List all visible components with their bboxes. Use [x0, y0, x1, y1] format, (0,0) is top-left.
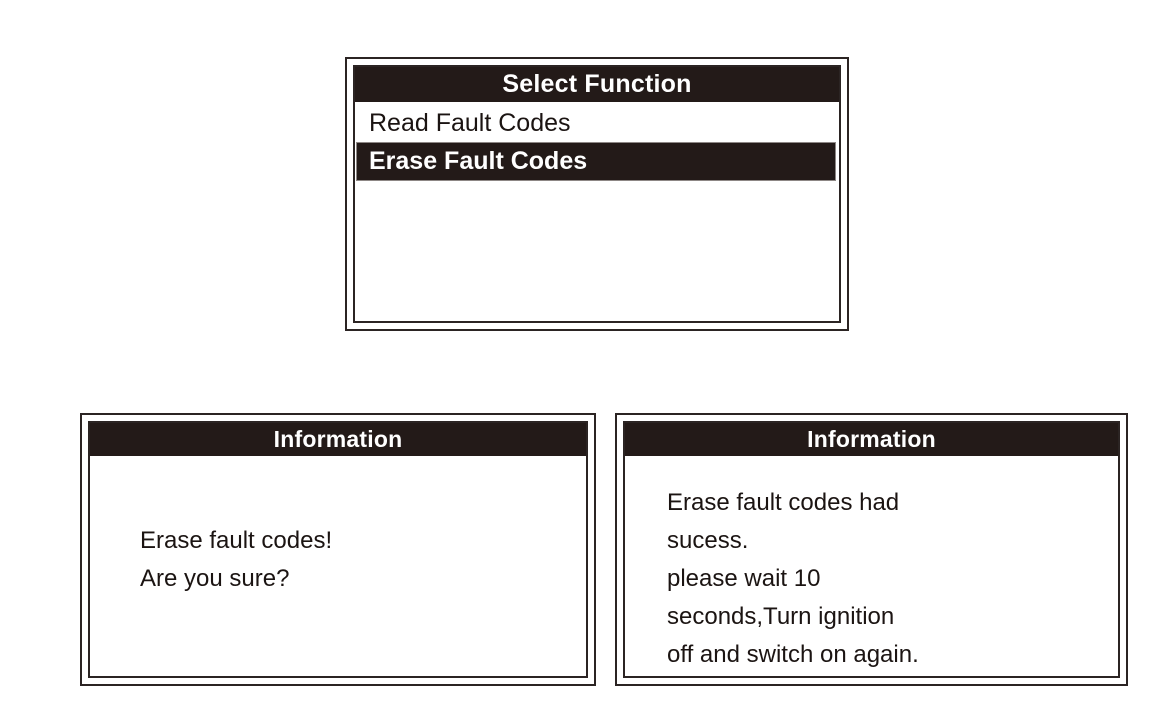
- menu-item-read-fault-codes[interactable]: Read Fault Codes: [369, 109, 571, 137]
- information-result-message: Erase fault codes had sucess. please wai…: [667, 489, 919, 668]
- select-function-title: Select Function: [355, 67, 839, 102]
- information-result-screen-inner: Information Erase fault codes had sucess…: [623, 421, 1120, 678]
- function-menu-list: Read Fault Codes Erase Fault Codes: [355, 102, 839, 321]
- information-confirm-title: Information: [90, 423, 586, 456]
- menu-item-erase-fault-codes[interactable]: Erase Fault Codes: [357, 143, 835, 180]
- information-result-body: Erase fault codes had sucess. please wai…: [625, 456, 1118, 676]
- information-result-screen: Information Erase fault codes had sucess…: [615, 413, 1128, 686]
- information-result-title: Information: [625, 423, 1118, 456]
- information-confirm-screen-inner: Information Erase fault codes! Are you s…: [88, 421, 588, 678]
- select-function-screen: Select Function Read Fault Codes Erase F…: [345, 57, 849, 331]
- information-confirm-message: Erase fault codes! Are you sure?: [140, 527, 333, 592]
- information-confirm-body: Erase fault codes! Are you sure?: [90, 456, 586, 676]
- information-confirm-screen: Information Erase fault codes! Are you s…: [80, 413, 596, 686]
- select-function-screen-inner: Select Function Read Fault Codes Erase F…: [353, 65, 841, 323]
